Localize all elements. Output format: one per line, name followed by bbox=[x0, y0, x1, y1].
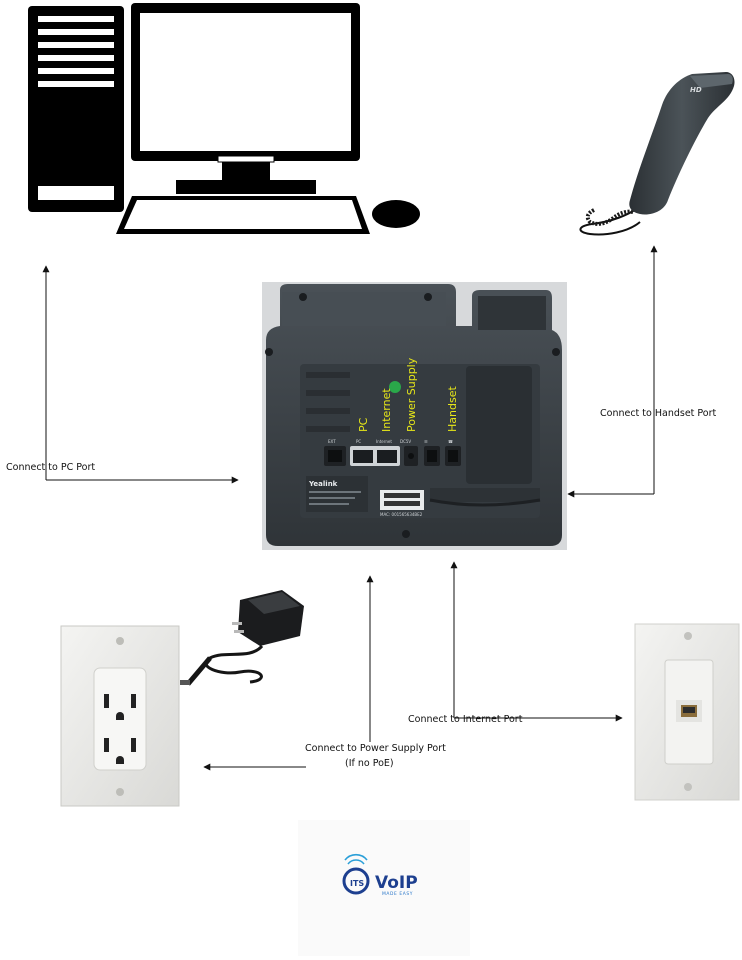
label-connect-pc: Connect to PC Port bbox=[6, 462, 95, 473]
port-label-handset: Handset bbox=[446, 386, 459, 432]
jack-label-pc: PC bbox=[356, 439, 361, 444]
label-connect-power: Connect to Power Supply Port bbox=[305, 743, 446, 754]
logo-mark: ITS bbox=[350, 879, 364, 888]
jack-label-handset: ☎ bbox=[448, 439, 453, 444]
mac-sticker: MAC: 001565634BE2 bbox=[380, 512, 423, 517]
handset-hd-badge: HD bbox=[690, 86, 702, 94]
phone-brand: Yealink bbox=[308, 480, 338, 488]
phone-back-view: PC Internet Power Supply Handset EXT PC … bbox=[262, 282, 567, 550]
internet-connector-arrows bbox=[450, 561, 623, 722]
port-label-internet: Internet bbox=[380, 388, 393, 432]
logo-mark-icon bbox=[342, 867, 370, 895]
jack-label-headset: ☰ bbox=[424, 439, 428, 444]
jack-label-internet: Internet bbox=[376, 439, 392, 444]
power-outlet-icon bbox=[60, 625, 180, 807]
handset-connector-arrows bbox=[567, 245, 658, 498]
keyboard-icon bbox=[116, 196, 370, 234]
status-led bbox=[389, 381, 401, 393]
label-connect-internet: Connect to Internet Port bbox=[408, 714, 523, 725]
company-logo: ITS VoIP MADE EASY bbox=[298, 820, 470, 956]
jack-label-dc: DC5V bbox=[400, 439, 411, 444]
label-power-note: (If no PoE) bbox=[345, 758, 394, 769]
pc-connector-arrows bbox=[42, 265, 239, 484]
ethernet-wall-jack-icon bbox=[634, 623, 740, 801]
port-label-power-supply: Power Supply bbox=[405, 357, 418, 432]
port-label-pc: PC bbox=[357, 417, 370, 432]
power-connector-arrows bbox=[203, 575, 374, 771]
handset-icon: HD bbox=[579, 72, 735, 236]
monitor-icon bbox=[131, 3, 360, 194]
logo-sub-text: MADE EASY bbox=[382, 891, 413, 897]
power-adapter-icon bbox=[180, 590, 304, 686]
logo-main-text: VoIP bbox=[375, 873, 418, 893]
mouse-icon bbox=[372, 200, 420, 228]
jack-label-ext: EXT bbox=[328, 439, 336, 444]
computer-tower-icon bbox=[28, 6, 124, 212]
label-connect-handset: Connect to Handset Port bbox=[600, 408, 717, 419]
